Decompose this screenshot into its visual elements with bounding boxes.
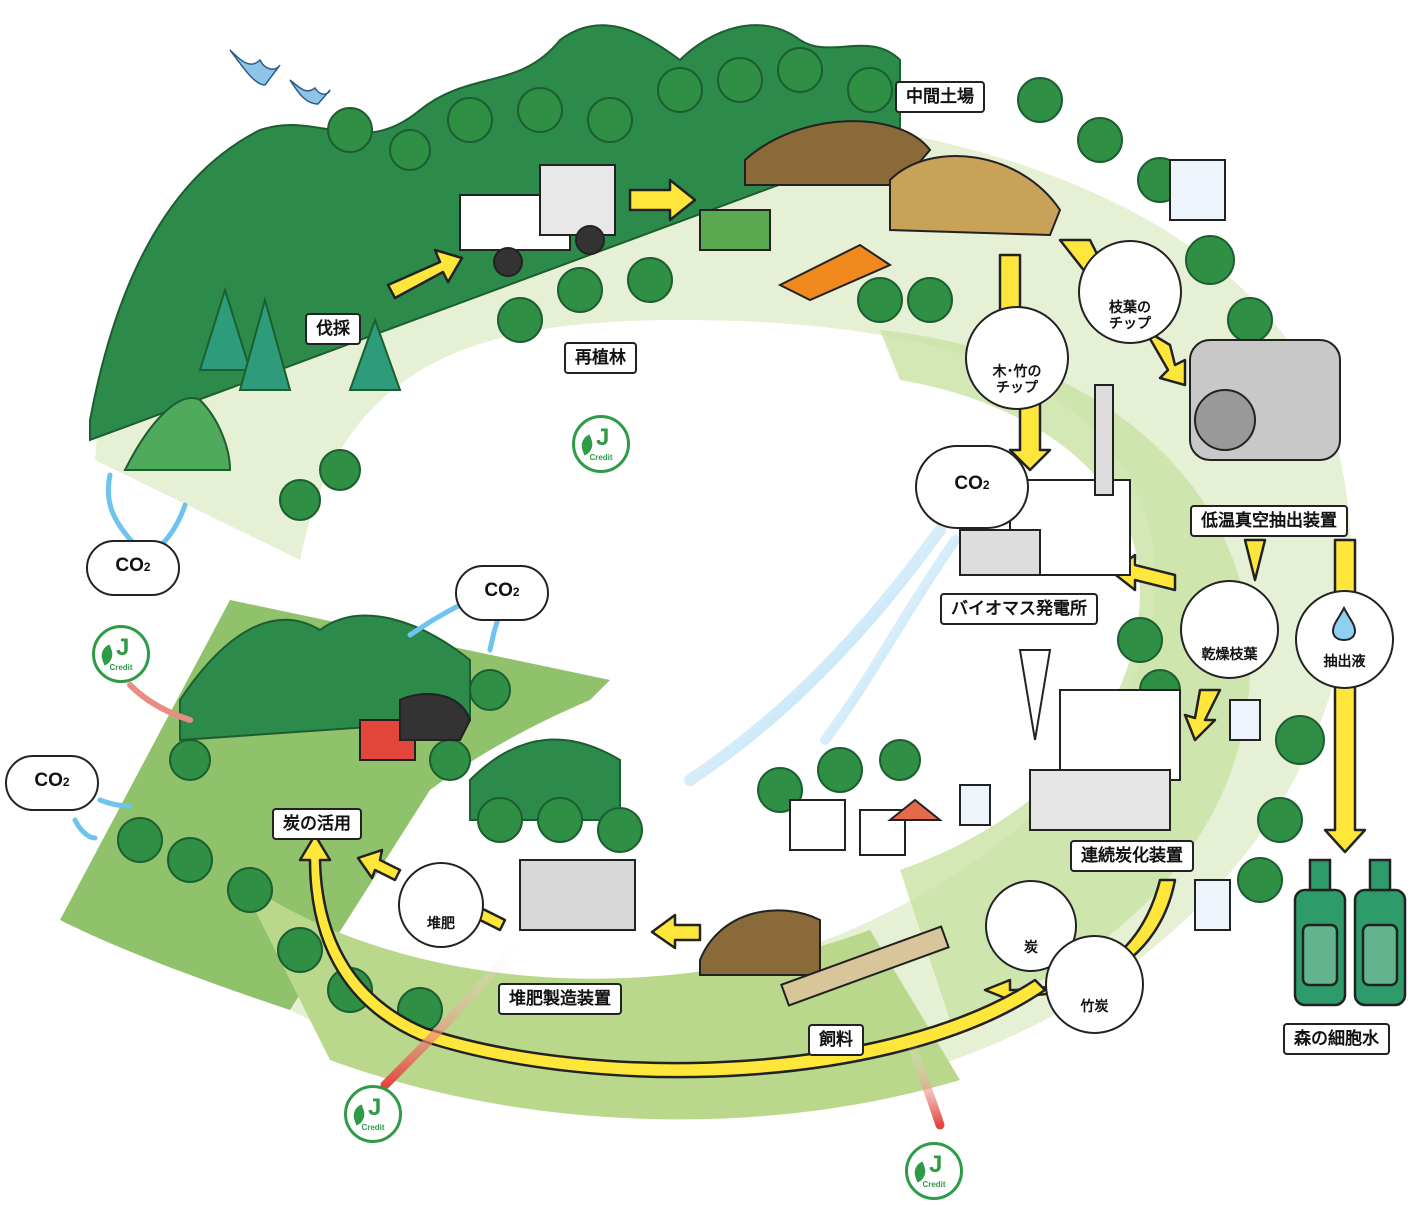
co2-cloud-biomass: CO2 bbox=[915, 445, 1029, 529]
forest-cell-water-label: 森の細胞水 bbox=[1283, 1023, 1390, 1056]
carbonization-device-label: 連続炭化装置 bbox=[1070, 840, 1194, 873]
credit-text: Credit bbox=[589, 453, 613, 462]
co2-flows bbox=[72, 472, 960, 841]
co2-subscript: 2 bbox=[62, 775, 70, 789]
cell-water-bottles bbox=[1293, 858, 1407, 1007]
credit-arrows bbox=[127, 375, 945, 1130]
wood-bamboo-chips-bubble: 木･竹の チップ bbox=[965, 306, 1069, 410]
j-credit-badge-replanting: J Credit bbox=[572, 415, 630, 473]
wood-bamboo-chips-text: 木･竹の チップ bbox=[992, 364, 1042, 397]
extract-liquid-text: 抽出液 bbox=[1323, 654, 1366, 670]
feed-label: 飼料 bbox=[808, 1024, 864, 1057]
co2-text: CO bbox=[115, 555, 144, 576]
j-letter: J bbox=[929, 1151, 943, 1178]
dried-leaves-bubble: 乾燥枝葉 bbox=[1180, 580, 1279, 679]
credit-text: Credit bbox=[109, 663, 133, 672]
compost-text: 堆肥 bbox=[427, 916, 455, 932]
credit-text: Credit bbox=[922, 1180, 946, 1189]
co2-cloud-left-top: CO2 bbox=[86, 540, 180, 596]
j-credit-badge-compost: J Credit bbox=[344, 1085, 402, 1143]
co2-text: CO bbox=[954, 473, 983, 494]
co2-subscript: 2 bbox=[512, 585, 520, 599]
facilities bbox=[359, 120, 1341, 1007]
co2-cloud-charcoal-field: CO2 bbox=[455, 565, 549, 621]
bamboo-charcoal-text: 竹炭 bbox=[1080, 999, 1109, 1015]
felling-label: 伐採 bbox=[305, 313, 361, 346]
charcoal-use-label: 炭の活用 bbox=[272, 808, 362, 841]
extract-liquid-bubble: 抽出液 bbox=[1295, 590, 1394, 689]
j-letter: J bbox=[596, 424, 610, 451]
extraction-device-label: 低温真空抽出装置 bbox=[1190, 505, 1348, 538]
replanting-label: 再植林 bbox=[564, 342, 637, 375]
dried-leaves-text: 乾燥枝葉 bbox=[1201, 647, 1258, 663]
branch-leaf-chips-text: 枝葉の チップ bbox=[1109, 300, 1151, 333]
charcoal-text: 炭 bbox=[1024, 940, 1038, 956]
j-letter: J bbox=[368, 1094, 382, 1121]
co2-subscript: 2 bbox=[143, 560, 151, 574]
co2-text: CO bbox=[484, 580, 513, 601]
j-letter: J bbox=[116, 634, 130, 661]
biomass-plant-label: バイオマス発電所 bbox=[940, 593, 1098, 626]
credit-text: Credit bbox=[361, 1123, 385, 1132]
intermediate-yard-label: 中間土場 bbox=[895, 81, 985, 114]
birds bbox=[229, 49, 331, 105]
compost-device-label: 堆肥製造装置 bbox=[498, 983, 622, 1016]
bamboo-charcoal-bubble: 竹炭 bbox=[1045, 935, 1144, 1034]
j-credit-badge-feed: J Credit bbox=[905, 1142, 963, 1200]
branch-leaf-chips-bubble: 枝葉の チップ bbox=[1078, 240, 1182, 344]
j-credit-badge-charcoal-field: J Credit bbox=[92, 625, 150, 683]
co2-cloud-left-bottom: CO2 bbox=[5, 755, 99, 811]
droplet-icon bbox=[1331, 606, 1357, 642]
compost-bubble: 堆肥 bbox=[398, 862, 484, 948]
co2-text: CO bbox=[34, 770, 63, 791]
cone-trees bbox=[198, 286, 402, 391]
co2-subscript: 2 bbox=[982, 478, 990, 492]
